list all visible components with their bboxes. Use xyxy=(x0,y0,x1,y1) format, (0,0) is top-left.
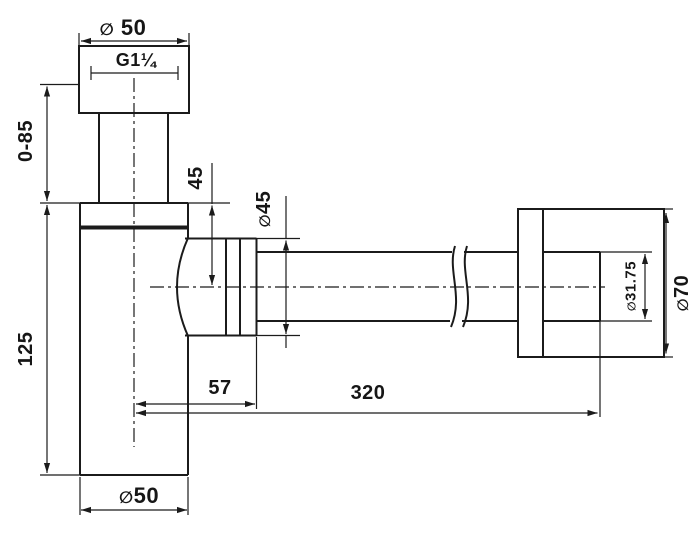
dim-label-outlet-pipe-diameter: ∅31.75 xyxy=(622,260,640,312)
dim-label-nut-diameter: ∅45 xyxy=(253,190,275,228)
centerlines xyxy=(133,78,605,447)
dim-label-body-height: 125 xyxy=(15,331,37,367)
dimension-lines xyxy=(43,37,670,514)
dim-label-top-flange-diameter: ∅ 50 xyxy=(99,15,147,40)
wall-flange-outline xyxy=(517,208,665,358)
pipe-break-symbol xyxy=(450,245,470,328)
dim-label-body-diameter: ∅50 xyxy=(118,483,160,508)
dim-label-trap-offset: 57 xyxy=(208,377,232,399)
dim-label-inlet-depth: 45 xyxy=(185,166,207,190)
dim-label-thread-size: G1¼ xyxy=(115,50,157,70)
dim-label-adjustable-height: 0-85 xyxy=(15,119,37,163)
dim-label-wall-flange-diameter: ∅70 xyxy=(671,274,693,312)
dim-label-wall-distance: 320 xyxy=(350,382,386,404)
extension-lines xyxy=(40,33,673,515)
